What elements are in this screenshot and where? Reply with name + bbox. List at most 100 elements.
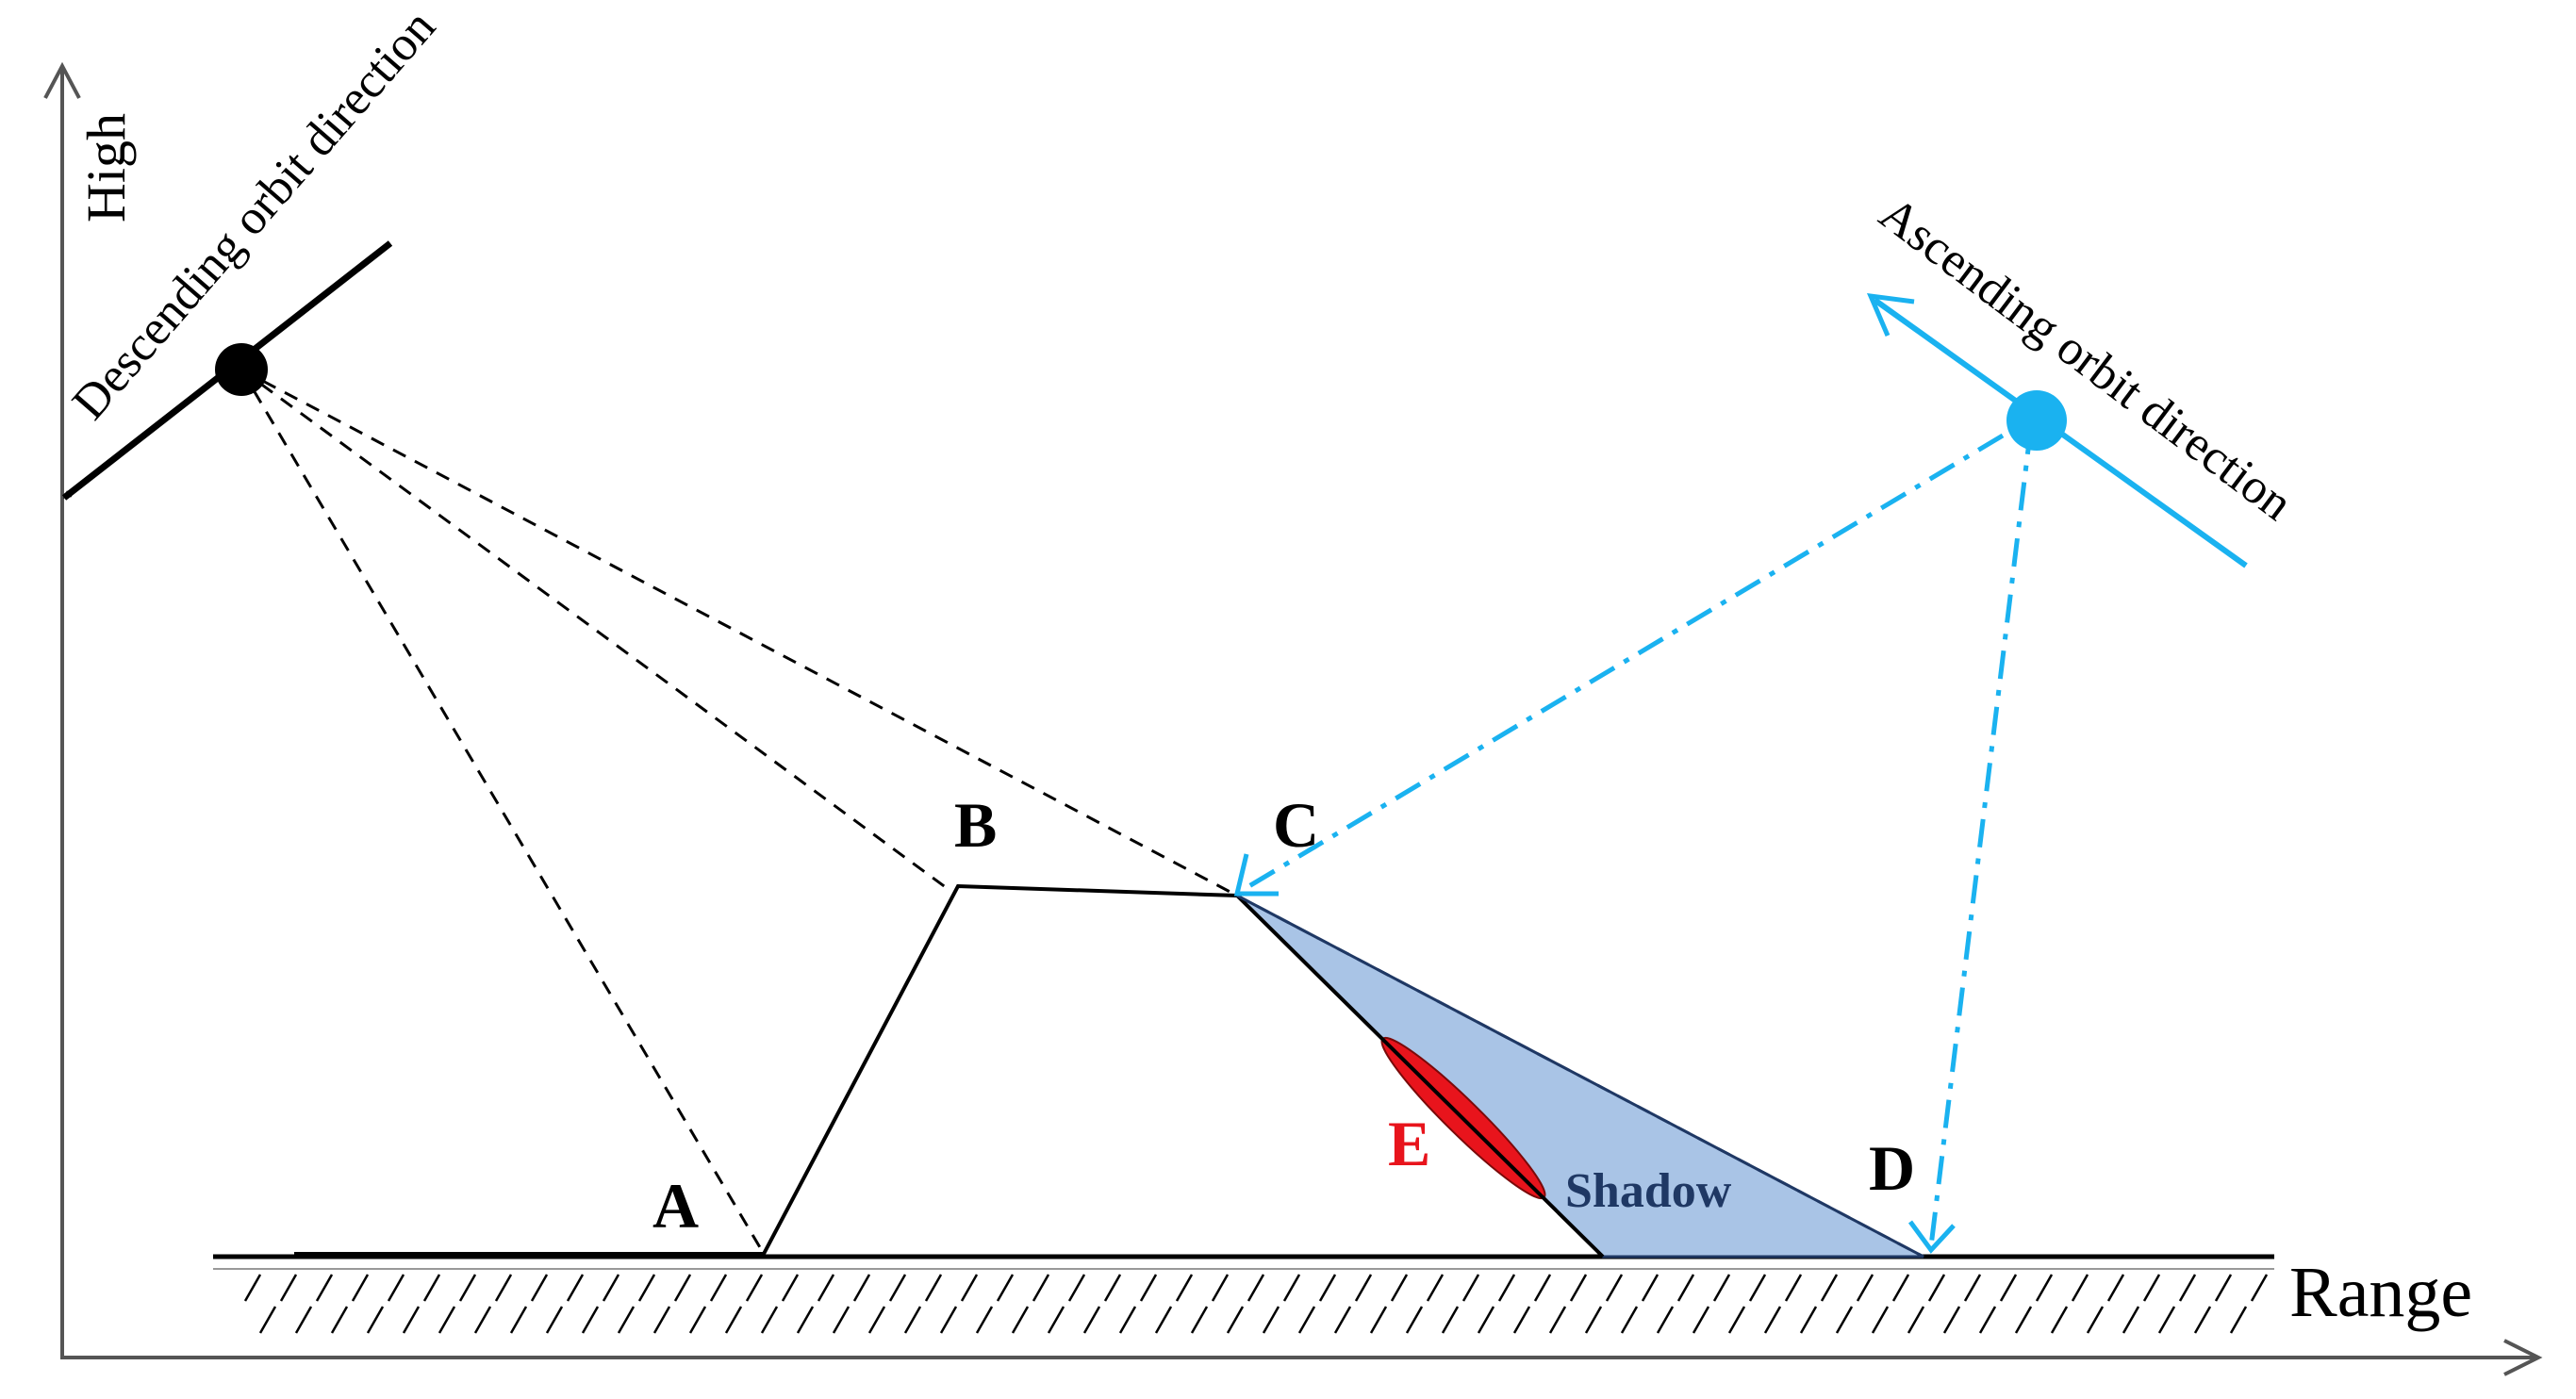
hatch-mark [745,1274,764,1302]
hatch-mark [924,1274,943,1302]
hatch-mark [1963,1274,1982,1302]
hatch-mark [1712,1274,1731,1302]
hatch-mark [1620,1306,1639,1334]
hatch-mark [2086,1306,2105,1334]
descending-satellite-icon [215,343,268,396]
hatch-mark [939,1306,958,1334]
hatch-mark [2178,1274,2197,1302]
hatch-mark [2250,1274,2269,1302]
hatch-mark [1784,1274,1803,1302]
hatch-mark [1405,1306,1424,1334]
point-e-label: E [1388,1108,1430,1179]
hatch-mark [1497,1274,1516,1302]
hatch-mark [996,1274,1015,1302]
ground [213,1254,2274,1334]
hatch-mark [1103,1274,1122,1302]
hatch-mark [387,1274,405,1302]
hatch-mark [1139,1274,1158,1302]
hatch-mark [402,1306,421,1334]
axes: High Range [43,61,2543,1376]
hatch-mark [1727,1306,1746,1334]
point-d-label: D [1869,1132,1915,1204]
hatch-mark [1426,1274,1445,1302]
ascending-orbit: Ascending orbit direction [1233,187,2303,1254]
hatch-mark [458,1274,477,1302]
hatch-mark [1175,1274,1194,1302]
hatch-mark [1763,1306,1782,1334]
hatch-mark [1390,1274,1409,1302]
hatch-mark [1369,1306,1388,1334]
hatch-mark [330,1306,349,1334]
hatch-mark [366,1306,385,1334]
descending-ray-b [240,368,948,890]
hatch-mark [509,1306,528,1334]
hatch-mark [1656,1306,1675,1334]
hatch-mark [1333,1306,1352,1334]
hatch-mark [1978,1306,1997,1334]
ground-hatching [243,1274,2269,1334]
hatch-mark [1799,1306,1818,1334]
hatch-mark [494,1274,513,1302]
hatch-mark [1354,1274,1373,1302]
hatch-mark [796,1306,815,1334]
hatch-mark [2071,1274,2089,1302]
hatch-mark [279,1274,298,1302]
hatch-mark [888,1274,907,1302]
hatch-mark [760,1306,779,1334]
hatch-mark [1584,1306,1603,1334]
hatch-mark [1118,1306,1137,1334]
descending-ray-shadow [1236,894,1924,1259]
hatch-mark [852,1274,871,1302]
hatch-mark [1835,1306,1854,1334]
hatch-mark [960,1274,979,1302]
ascending-orbit-arrowhead [1866,292,1915,337]
hatch-mark [530,1274,549,1302]
hatch-mark [422,1274,441,1302]
hatch-mark [817,1274,835,1302]
hatch-mark [1211,1274,1230,1302]
hatch-mark [781,1274,800,1302]
hatch-mark [581,1306,600,1334]
hatch-mark [1641,1274,1660,1302]
hatch-mark [243,1274,262,1302]
hatch-mark [724,1306,743,1334]
hatch-mark [1605,1274,1624,1302]
hatch-mark [351,1274,370,1302]
hatch-mark [867,1306,886,1334]
hatch-mark [1820,1274,1839,1302]
hatch-mark [1047,1306,1065,1334]
hatch-mark [1282,1274,1301,1302]
point-b-label: B [954,789,997,861]
ascending-ray-d-arrowhead [1907,1220,1956,1254]
hatch-mark [637,1274,656,1302]
hatch-mark [673,1274,692,1302]
point-a-label: A [652,1170,699,1242]
hatch-mark [1676,1274,1695,1302]
hatch-mark [1082,1306,1101,1334]
hatch-mark [1748,1274,1767,1302]
hatch-mark [1226,1306,1245,1334]
hatch-mark [903,1306,922,1334]
hatch-mark [1927,1274,1946,1302]
hatch-mark [258,1306,277,1334]
descending-orbit: Descending orbit direction [61,0,1924,1259]
hatch-mark [1441,1306,1460,1334]
descending-ray-c [240,368,1238,897]
hatch-mark [294,1306,313,1334]
hatch-mark [1247,1274,1265,1302]
hatch-mark [1871,1306,1890,1334]
hatch-mark [617,1306,636,1334]
y-axis-label: High [75,113,137,222]
hatch-mark [688,1306,707,1334]
hatch-mark [1891,1274,1910,1302]
point-c-label: C [1273,789,1319,861]
hatch-mark [832,1306,850,1334]
hatch-mark [1533,1274,1552,1302]
hatch-mark [438,1306,456,1334]
hatch-mark [1297,1306,1316,1334]
hatch-mark [1477,1306,1495,1334]
hatch-mark [1262,1306,1280,1334]
hatch-mark [2122,1306,2140,1334]
hatch-mark [1154,1306,1173,1334]
